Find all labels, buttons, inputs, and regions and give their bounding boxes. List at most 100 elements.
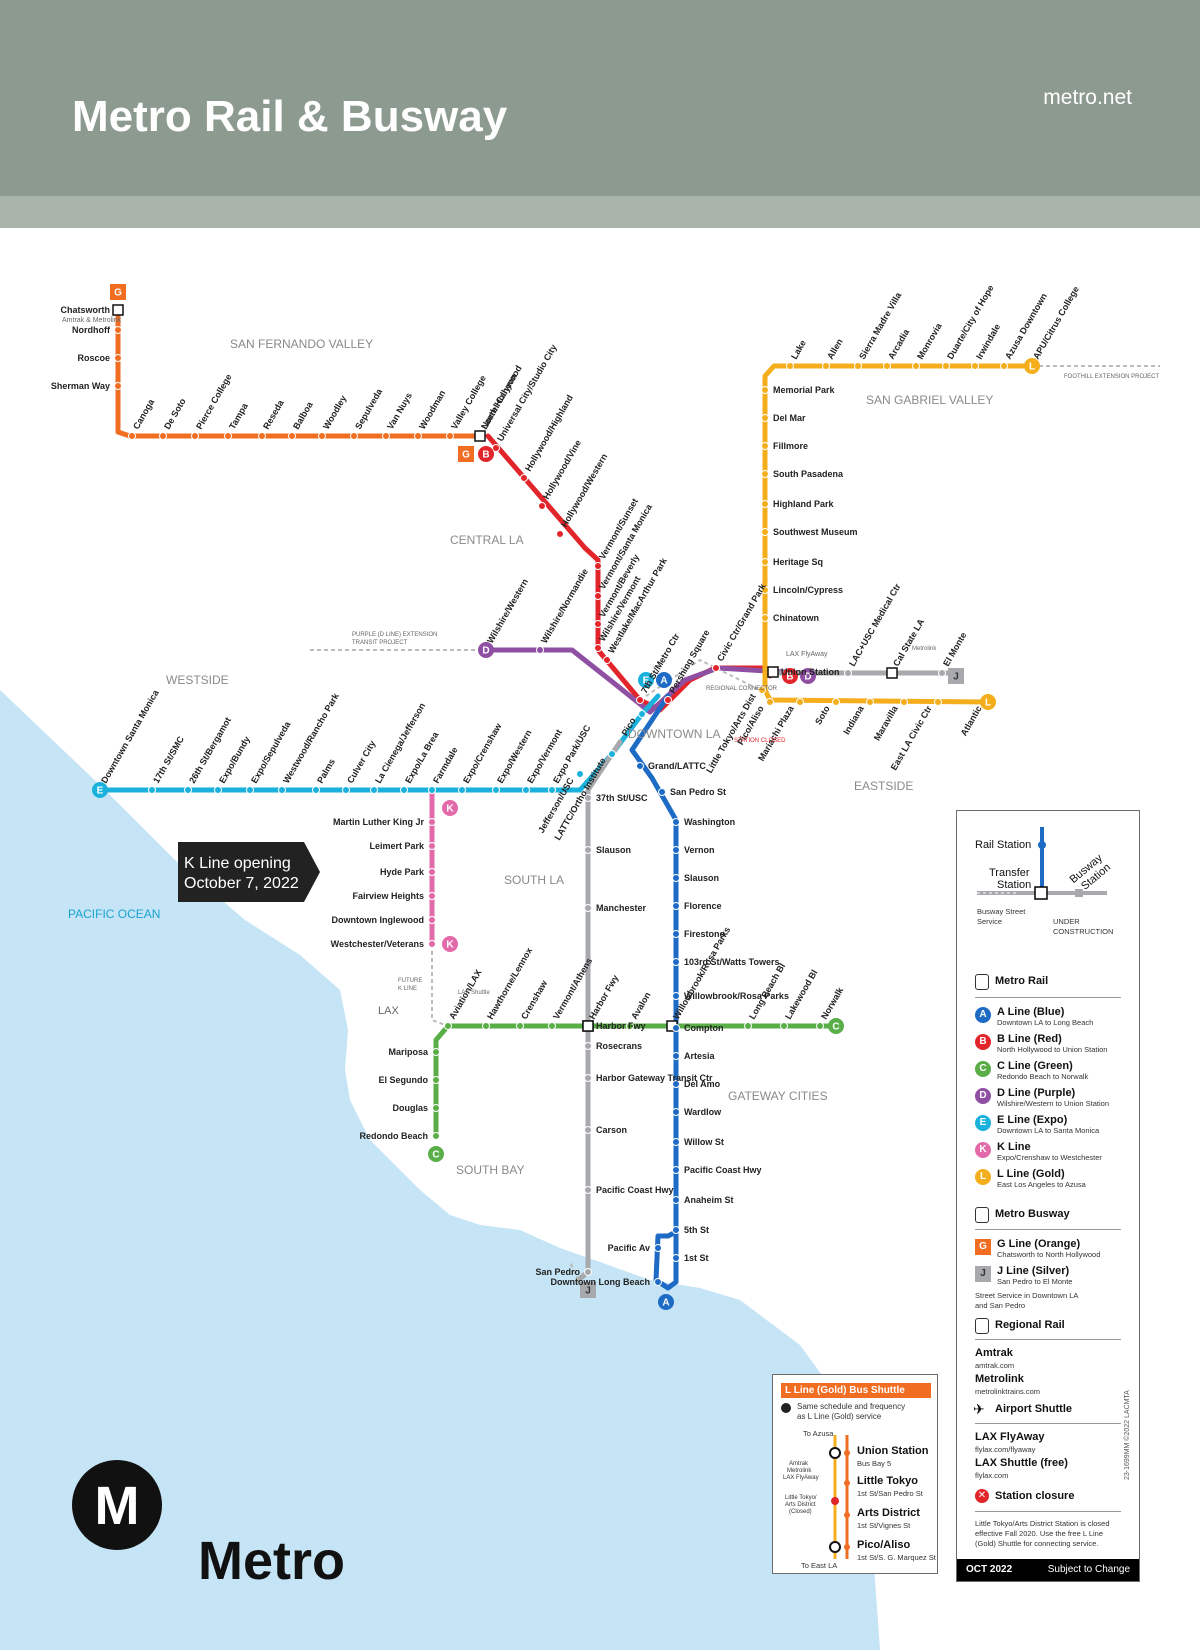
station-g-north-hollywood[interactable] — [474, 430, 486, 442]
legend-lax-shuttle-url[interactable]: flylax.com — [975, 1471, 1009, 1480]
station-e-palms[interactable] — [312, 786, 320, 794]
line-badge-j[interactable]: J — [580, 1282, 596, 1298]
station-e-expo-sepulveda[interactable] — [246, 786, 254, 794]
station-c-crenshaw[interactable] — [516, 1022, 524, 1030]
station-l-chinatown[interactable] — [761, 614, 769, 622]
line-badge-l[interactable]: L — [1024, 358, 1040, 374]
station-c-mariposa[interactable] — [432, 1048, 440, 1056]
station-g-valley-college[interactable] — [446, 432, 454, 440]
station-b-vermont-santa-monica[interactable] — [594, 592, 602, 600]
line-badge-c[interactable]: C — [428, 1146, 444, 1162]
line-badge-a[interactable]: A — [658, 1294, 674, 1310]
station-b-civic-ctr-grand-park[interactable] — [712, 664, 720, 672]
station-b-hollywood-vine[interactable] — [538, 502, 546, 510]
station-d-wilshire-normandie[interactable] — [536, 646, 544, 654]
station-c-hawthorne-lennox[interactable] — [482, 1022, 490, 1030]
station-a-vernon[interactable] — [672, 846, 680, 854]
station-j-harbor-gateway-transit-ctr[interactable] — [584, 1074, 592, 1082]
station-a-artesia[interactable] — [672, 1052, 680, 1060]
station-e-expo-western[interactable] — [492, 786, 500, 794]
station-a-5th-st[interactable] — [672, 1226, 680, 1234]
station-g-sherman-way[interactable] — [114, 382, 122, 390]
station-c-lakewood-bl[interactable] — [780, 1022, 788, 1030]
station-j-slauson[interactable] — [584, 846, 592, 854]
station-a-1st-st[interactable] — [672, 1254, 680, 1262]
station-l-arcadia[interactable] — [883, 362, 891, 370]
station-l-soto[interactable] — [832, 698, 840, 706]
station-a-del-amo[interactable] — [672, 1080, 680, 1088]
station-k-hyde-park[interactable] — [428, 868, 436, 876]
station-k-leimert-park[interactable] — [428, 842, 436, 850]
station-j-san-pedro[interactable] — [584, 1268, 592, 1276]
station-a-103rd-st-watts-towers[interactable] — [672, 958, 680, 966]
line-badge-l[interactable]: L — [980, 694, 996, 710]
station-b-vermont-beverly[interactable] — [594, 620, 602, 628]
station-e-expo-la-brea[interactable] — [400, 786, 408, 794]
station-g-de-soto[interactable] — [159, 432, 167, 440]
station-j-37th-st-usc[interactable] — [584, 794, 592, 802]
station-l-maravilla[interactable] — [900, 698, 908, 706]
station-l-mariachi-plaza[interactable] — [796, 698, 804, 706]
station-a-grand-lattc[interactable] — [636, 762, 644, 770]
station-l-monrovia[interactable] — [912, 362, 920, 370]
station-a-compton[interactable] — [672, 1024, 680, 1032]
line-badge-a[interactable]: A — [656, 672, 672, 688]
station-a-san-pedro-st[interactable] — [658, 788, 666, 796]
station-a-firestone[interactable] — [672, 930, 680, 938]
station-l-lincoln-cypress[interactable] — [761, 586, 769, 594]
station-a-wardlow[interactable] — [672, 1108, 680, 1116]
legend-amtrak-url[interactable]: amtrak.com — [975, 1361, 1015, 1370]
station-e-westwood-rancho-park[interactable] — [278, 786, 286, 794]
station-g-roscoe[interactable] — [114, 354, 122, 362]
station-a-willow-st[interactable] — [672, 1138, 680, 1146]
station-c-aviation-lax[interactable] — [444, 1022, 452, 1030]
station-l-heritage-sq[interactable] — [761, 558, 769, 566]
station-e-pico[interactable] — [638, 710, 646, 718]
line-badge-k[interactable]: K — [442, 936, 458, 952]
station-e-farmdale[interactable] — [428, 786, 436, 794]
station-j-lac-usc-medical-ctr[interactable] — [844, 669, 852, 677]
station-e-17th-st-smc[interactable] — [148, 786, 156, 794]
station-e-jefferson-usc[interactable] — [576, 770, 584, 778]
station-b-union-station[interactable] — [767, 666, 779, 678]
station-j-manchester[interactable] — [584, 904, 592, 912]
station-b-wilshire-vermont[interactable] — [594, 644, 602, 652]
line-badge-g[interactable]: G — [110, 284, 126, 300]
station-b-pershing-square[interactable] — [664, 696, 672, 704]
line-badge-e[interactable]: E — [638, 672, 654, 688]
station-b-hollywood-highland[interactable] — [520, 474, 528, 482]
station-k-fairview-heights[interactable] — [428, 892, 436, 900]
legend-metrolink-url[interactable]: metrolinktrains.com — [975, 1387, 1041, 1396]
station-g-woodman[interactable] — [414, 432, 422, 440]
station-e-expo-park-usc[interactable] — [548, 786, 556, 794]
line-badge-b[interactable]: B — [782, 668, 798, 684]
station-a-anaheim-st[interactable] — [672, 1196, 680, 1204]
station-a-pacific-coast-hwy[interactable] — [672, 1166, 680, 1174]
station-l-allen[interactable] — [822, 362, 830, 370]
station-g-pierce-college[interactable] — [191, 432, 199, 440]
station-k-martin-luther-king-jr[interactable] — [428, 818, 436, 826]
station-b-hollywood-western[interactable] — [556, 530, 564, 538]
station-b-vermont-sunset[interactable] — [594, 562, 602, 570]
station-g-nordhoff[interactable] — [114, 326, 122, 334]
station-g-tampa[interactable] — [224, 432, 232, 440]
line-badge-e[interactable]: E — [92, 782, 108, 798]
station-c-redondo-beach[interactable] — [432, 1132, 440, 1140]
station-a-willowbrook-rosa-parks[interactable] — [672, 992, 680, 1000]
station-a-pacific-av[interactable] — [654, 1244, 662, 1252]
station-l-little-tokyo-arts-dist[interactable] — [758, 686, 766, 694]
station-b-7th-st-metro-ctr[interactable] — [636, 696, 644, 704]
station-c-douglas[interactable] — [432, 1104, 440, 1112]
station-a-downtown-long-beach[interactable] — [654, 1278, 662, 1286]
station-l-duarte-city-of-hope[interactable] — [942, 362, 950, 370]
station-l-indiana[interactable] — [866, 698, 874, 706]
station-j-rosecrans[interactable] — [584, 1042, 592, 1050]
station-k-downtown-inglewood[interactable] — [428, 916, 436, 924]
station-c-el-segundo[interactable] — [432, 1076, 440, 1084]
station-j-pacific-coast-hwy[interactable] — [584, 1186, 592, 1194]
website-link[interactable]: metro.net — [1043, 86, 1132, 109]
station-b-universal-city-studio-city[interactable] — [492, 444, 500, 452]
station-e-culver-city[interactable] — [342, 786, 350, 794]
station-e-26th-st-bergamot[interactable] — [184, 786, 192, 794]
station-l-east-la-civic-ctr[interactable] — [934, 698, 942, 706]
